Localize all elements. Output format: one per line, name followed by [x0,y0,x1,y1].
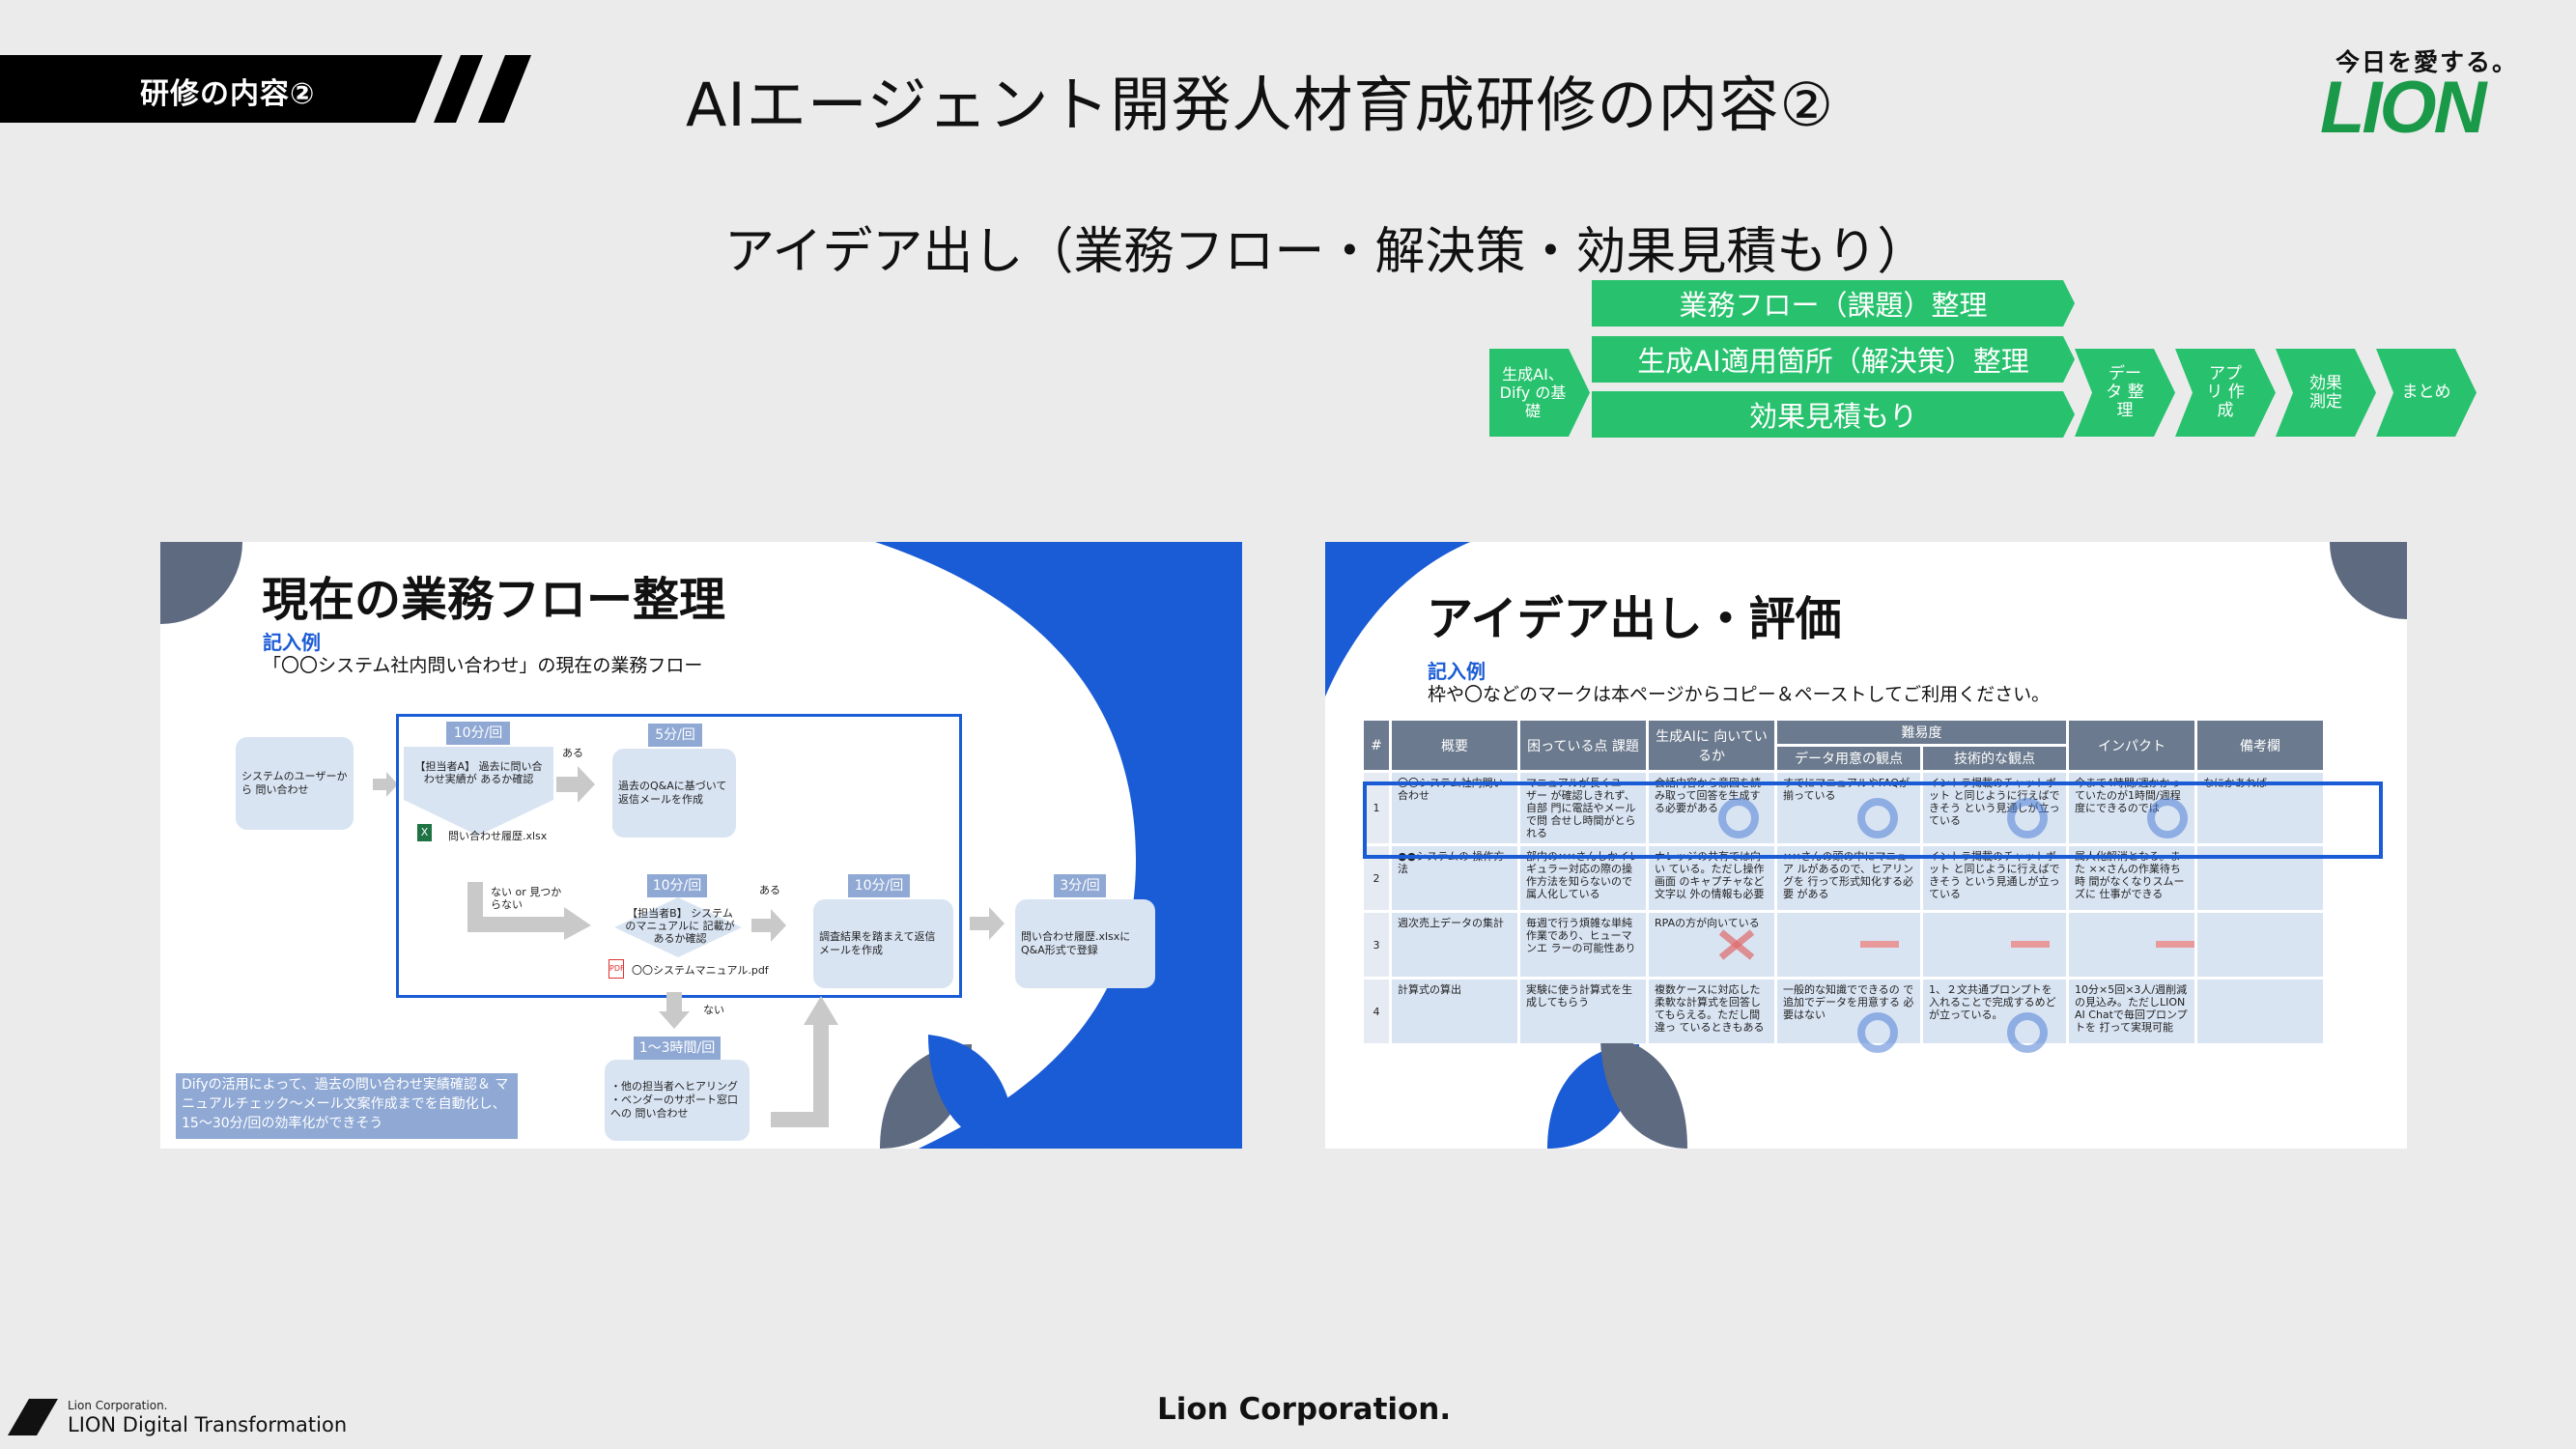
col-tech: 技術的な観点 [1923,747,2066,770]
page-title: AIエージェント開発人材育成研修の内容② [686,70,1835,140]
col-fit: 生成AIに 向いているか [1649,721,1774,770]
lion-logo: LION [2320,67,2487,149]
excel-icon: X [417,824,432,841]
arrow-icon [373,772,398,797]
time-badge: 10分/回 [848,874,910,897]
col-difficulty: 難易度 [1777,721,2066,744]
summary-note: Difyの活用によって、過去の問い合わせ実績確認＆ マニュアルチェック～メール文… [176,1073,518,1139]
process-step-summary: まとめ [2376,349,2477,437]
process-bar-workflow: 業務フロー（課題）整理 [1592,280,2075,327]
flow-box-qa: 過去のQ&Aに基づいて 返信メールを作成 [612,749,736,838]
file-label: 〇〇システムマニュアル.pdf [632,964,769,977]
process-bar-solution: 生成AI適用箇所（解決策）整理 [1592,336,2075,383]
time-badge: 5分/回 [648,724,702,747]
arrow-icon [970,907,1005,940]
arrow-icon [771,996,838,1127]
col-remarks: 備考欄 [2197,721,2323,770]
process-step-start: 生成AI、Dify の基礎 [1489,349,1590,437]
slide-title: 現在の業務フロー整理 [262,573,726,627]
col-number: # [1364,721,1389,770]
footer-dx: LION Digital Transformation [68,1413,348,1436]
time-badge: 3分/回 [1054,874,1106,897]
process-step-app: アプリ 作成 [2175,349,2276,437]
col-impact: インパクト [2069,721,2194,770]
branch-label: ない [703,1004,724,1016]
flow-box-other: ・他の担当者へヒアリング ・ベンダーのサポート窓口への 問い合わせ [605,1060,750,1141]
col-summary: 概要 [1392,721,1517,770]
flow-box-b: 【担当者B】 システムのマニュアルに 記載があるか確認 [625,907,735,945]
section-tag: 研修の内容② [140,77,316,111]
col-data-prep: データ用意の観点 [1777,747,1920,770]
flow-box-reply: 調査結果を踏まえて返信 メールを作成 [813,899,953,988]
slide-description: 枠や〇などのマークは本ページからコピー＆ペーストしてご利用ください。 [1428,684,2051,705]
logo-slogan: 今日を愛する。 [2335,48,2519,76]
slide-title: アイデア出し・評価 [1427,592,1842,646]
col-problem: 困っている点 課題 [1520,721,1646,770]
time-badge: 10分/回 [647,874,707,897]
table-row: 1 〇〇システム社内問い 合わせ マニュアルが長くユーザー が確認しきれず、自部… [1364,773,2323,843]
footer-slash-icon [8,1399,58,1435]
arrow-icon [751,909,786,942]
slide-decoration [1325,542,2407,1149]
arrow-icon [467,882,591,940]
process-step-measure: 効果 測定 [2276,349,2376,437]
table-row: 4 計算式の算出 実験に使う計算式を生 成してもらう 複数ケースに対応した 柔軟… [1364,980,2323,1043]
pdf-icon: PDF [609,959,625,979]
branch-label: ある [759,884,780,896]
branch-label: ない or 見つからない [491,886,562,911]
table-row: 3 週次売上データの集計 毎週で行う煩雑な単純 作業であり、ヒューマンエ ラーの… [1364,913,2323,977]
slide-decoration [160,542,1242,1149]
time-badge: 1～3時間/回 [634,1037,721,1060]
table-row: 2 ●●システムの 操作方法 部内の××さんしかイレ ギュラー対応の際の操 作方… [1364,846,2323,910]
slide-description: 「〇〇システム社内問い合わせ」の現在の業務フロー [263,655,703,676]
decision-diamond [404,747,553,836]
flow-box-user: システムのユーザーから 問い合わせ [236,737,354,830]
example-label: 記入例 [1428,660,1486,683]
decision-diamond [614,897,742,957]
time-badge: 10分/回 [446,722,510,745]
process-bar-effect: 効果見積もり [1592,391,2075,438]
footer-company: Lion Corporation. [1157,1392,1452,1427]
flow-box-register: 問い合わせ履歴.xlsxに Q&A形式で登録 [1015,899,1155,988]
process-step-data: データ 整理 [2075,349,2175,437]
arrow-icon [659,992,690,1029]
flow-box-a: 【担当者A】 過去に問い合わせ実績が あるか確認 [414,760,543,785]
file-label: 問い合わせ履歴.xlsx [448,830,548,842]
section-tag-bar [0,55,531,123]
evaluation-table: # 概要 困っている点 課題 生成AIに 向いているか 難易度 インパクト 備考… [1361,718,2326,1046]
slide-idea-evaluation: アイデア出し・評価 記入例 枠や〇などのマークは本ページからコピー＆ペーストして… [1325,542,2407,1149]
slide-workflow: 現在の業務フロー整理 記入例 「〇〇システム社内問い合わせ」の現在の業務フロー … [160,542,1242,1149]
section-subtitle: アイデア出し（業務フロー・解決策・効果見積もり） [724,223,1928,281]
example-label: 記入例 [263,631,321,654]
arrow-icon [556,766,595,803]
branch-label: ある [562,747,583,759]
footer-brand: Lion Corporation. [68,1399,168,1412]
